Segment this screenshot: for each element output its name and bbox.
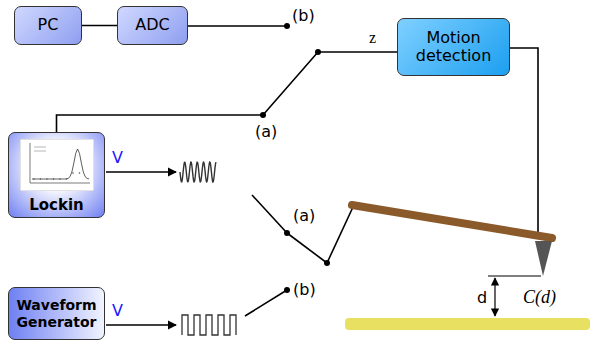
switch-label: (a): [255, 124, 277, 140]
sine-wave: [180, 162, 216, 182]
inset-plot: [20, 139, 94, 191]
lockin-wire: [252, 195, 287, 233]
connector-wire: [82, 25, 117, 27]
instrument-box: Lockin: [8, 132, 105, 218]
square-wave: [182, 315, 236, 335]
dimension-line: [488, 275, 541, 276]
signal-name: V: [112, 150, 123, 166]
sample-surface: [345, 318, 590, 330]
signal-name: z: [369, 30, 376, 46]
process-box: ADC: [117, 6, 188, 45]
capacitance-label: C(d): [523, 288, 556, 306]
switch-label: (b): [293, 282, 316, 298]
process-box: Waveform Generator: [8, 287, 105, 340]
probe-tip: [535, 241, 552, 276]
process-box: Motion detection: [397, 18, 510, 76]
output-arrow: [106, 171, 176, 172]
dimension-arrow: [494, 278, 495, 316]
connector-wire: [57, 52, 398, 132]
box-label: Motion detection: [403, 29, 504, 66]
switch-arm: [287, 233, 327, 263]
adc-wire: [188, 25, 287, 27]
process-box: PC: [14, 6, 82, 45]
box-label: Waveform Generator: [14, 297, 99, 329]
switch-terminal: [284, 287, 290, 293]
output-arrow: [106, 324, 176, 325]
box-label: ADC: [135, 16, 169, 34]
switch-label: (a): [293, 208, 315, 224]
dimension-label: d: [477, 290, 487, 306]
switch-arm: [245, 290, 287, 316]
cantilever: [352, 205, 552, 238]
detection-wire: [510, 48, 538, 233]
cantilever-wire: [327, 207, 353, 263]
box-label: Lockin: [29, 197, 84, 214]
box-label: PC: [38, 16, 59, 34]
signal-name: V: [112, 303, 123, 319]
switch-terminal: [284, 23, 290, 29]
switch-label: (b): [292, 8, 315, 24]
